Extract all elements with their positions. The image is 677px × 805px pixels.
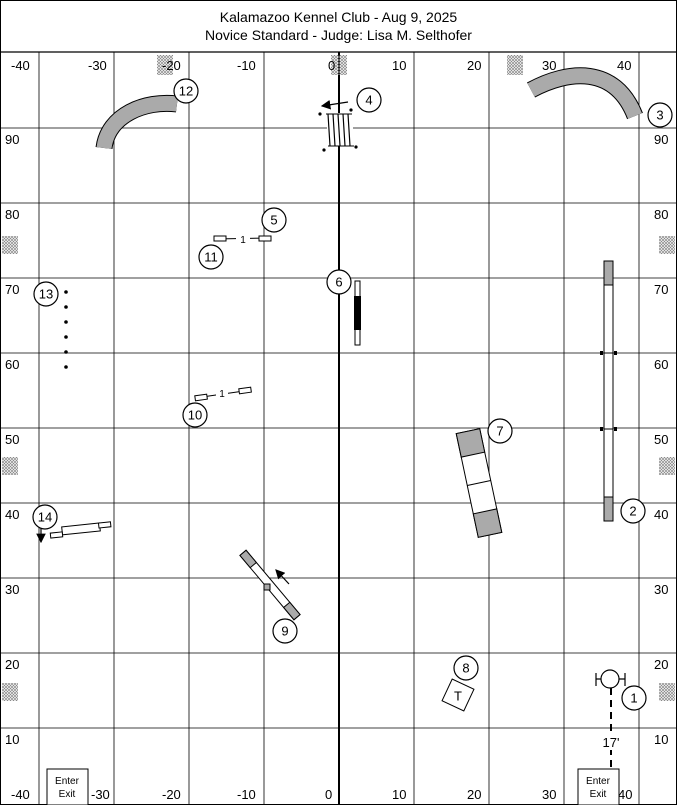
top-label: 30 bbox=[542, 58, 556, 73]
table-8: T bbox=[441, 678, 475, 712]
distance-label: 17' bbox=[603, 735, 620, 750]
top-label: 10 bbox=[392, 58, 406, 73]
right-label: 30 bbox=[654, 582, 668, 597]
left-label: 70 bbox=[5, 282, 19, 297]
marker-4-label: 4 bbox=[365, 93, 372, 108]
marker-1: 1 bbox=[621, 685, 647, 711]
marker-5-label: 5 bbox=[270, 213, 277, 228]
right-label: 90 bbox=[654, 132, 668, 147]
obstacle-4 bbox=[318, 99, 358, 152]
top-label: -20 bbox=[162, 58, 181, 73]
marker-6-label: 6 bbox=[335, 275, 342, 290]
tunnel-12 bbox=[95, 94, 179, 150]
gate-right-line1: Enter bbox=[586, 776, 611, 787]
bottom-label: 0 bbox=[325, 787, 332, 802]
marker-12-label: 12 bbox=[179, 84, 193, 99]
bottom-label: -10 bbox=[237, 787, 256, 802]
direction-arrow-icon bbox=[275, 569, 290, 585]
marker-3: 3 bbox=[647, 102, 673, 128]
gate-right-line2: Exit bbox=[590, 789, 607, 800]
marker-7-label: 7 bbox=[496, 424, 503, 439]
marker-3-label: 3 bbox=[656, 108, 663, 123]
course-header: Kalamazoo Kennel Club - Aug 9, 2025 Novi… bbox=[0, 0, 677, 52]
marker-11: 11 bbox=[198, 244, 224, 270]
marker-2-label: 2 bbox=[629, 504, 636, 519]
left-label: 10 bbox=[5, 732, 19, 747]
course-title: Kalamazoo Kennel Club - Aug 9, 2025 bbox=[219, 9, 458, 25]
right-label: 20 bbox=[654, 657, 668, 672]
top-label: 40 bbox=[617, 58, 631, 73]
left-label: 80 bbox=[5, 207, 19, 222]
gate-left-line1: Enter bbox=[55, 776, 80, 787]
bottom-label: 10 bbox=[392, 787, 406, 802]
top-label: -10 bbox=[237, 58, 256, 73]
bottom-label: -30 bbox=[91, 787, 110, 802]
marker-13: 13 bbox=[33, 281, 59, 307]
marker-10-label: 10 bbox=[188, 408, 202, 423]
table-label: T bbox=[454, 689, 462, 704]
marker-14-label: 14 bbox=[38, 510, 52, 525]
bottom-axis-labels: -40 -30 -20 -10 0 10 20 30 40 bbox=[11, 787, 632, 802]
bottom-label: -20 bbox=[162, 787, 181, 802]
bottom-label: 40 bbox=[618, 787, 632, 802]
marker-9: 9 bbox=[272, 618, 298, 644]
left-label: 40 bbox=[5, 507, 19, 522]
broad-jump-13 bbox=[64, 290, 68, 369]
right-label: 60 bbox=[654, 357, 668, 372]
tunnel-3 bbox=[526, 67, 643, 120]
right-axis-labels: 90 80 70 60 50 40 30 20 10 bbox=[654, 132, 668, 747]
direction-arrow-icon bbox=[320, 99, 349, 110]
jump-mark: 1 bbox=[219, 389, 225, 400]
marker-10: 10 bbox=[182, 402, 208, 428]
right-label: 40 bbox=[654, 507, 668, 522]
marker-7: 7 bbox=[487, 418, 513, 444]
jump-5-11: 1 bbox=[213, 234, 272, 246]
marker-4: 4 bbox=[356, 87, 382, 113]
marker-13-label: 13 bbox=[39, 287, 53, 302]
bottom-label: -40 bbox=[11, 787, 30, 802]
right-label: 50 bbox=[654, 432, 668, 447]
marker-11-label: 11 bbox=[204, 250, 218, 265]
gate-left-line2: Exit bbox=[59, 789, 76, 800]
top-axis-labels: -40 -30 -20 -10 0 10 20 30 40 bbox=[11, 58, 631, 73]
marker-8-label: 8 bbox=[462, 661, 469, 676]
marker-1-label: 1 bbox=[630, 691, 637, 706]
course-subtitle: Novice Standard - Judge: Lisa M. Selthof… bbox=[205, 27, 472, 43]
seesaw-9 bbox=[239, 549, 301, 621]
marker-5: 5 bbox=[261, 207, 287, 233]
left-label: 50 bbox=[5, 432, 19, 447]
number-markers: 1 2 3 4 5 6 7 8 9 10 11 12 13 14 bbox=[32, 78, 673, 711]
left-axis-labels: 90 80 70 60 50 40 30 20 10 bbox=[5, 132, 19, 747]
right-label: 70 bbox=[654, 282, 668, 297]
left-label: 20 bbox=[5, 657, 19, 672]
marker-6: 6 bbox=[326, 269, 352, 295]
marker-8: 8 bbox=[453, 655, 479, 681]
jump-mark: 1 bbox=[240, 235, 246, 246]
marker-14: 14 bbox=[32, 504, 58, 530]
top-label: -30 bbox=[88, 58, 107, 73]
marker-12: 12 bbox=[173, 78, 199, 104]
gate-left: Enter Exit bbox=[46, 768, 89, 805]
left-label: 60 bbox=[5, 357, 19, 372]
top-label: -40 bbox=[11, 58, 30, 73]
hatch-markers bbox=[2, 55, 675, 701]
right-label: 80 bbox=[654, 207, 668, 222]
weave-6 bbox=[354, 280, 361, 346]
marker-2: 2 bbox=[620, 498, 646, 524]
aframe-7 bbox=[455, 428, 503, 538]
jump-10: 1 bbox=[194, 386, 252, 402]
top-label: 0 bbox=[328, 58, 335, 73]
left-label: 30 bbox=[5, 582, 19, 597]
bottom-label: 20 bbox=[467, 787, 481, 802]
jump-14 bbox=[36, 521, 112, 544]
right-label: 10 bbox=[654, 732, 668, 747]
gate-right: Enter Exit bbox=[577, 768, 620, 805]
top-label: 20 bbox=[467, 58, 481, 73]
dogwalk-2 bbox=[600, 260, 617, 522]
left-label: 90 bbox=[5, 132, 19, 147]
bottom-label: 30 bbox=[542, 787, 556, 802]
marker-9-label: 9 bbox=[281, 624, 288, 639]
